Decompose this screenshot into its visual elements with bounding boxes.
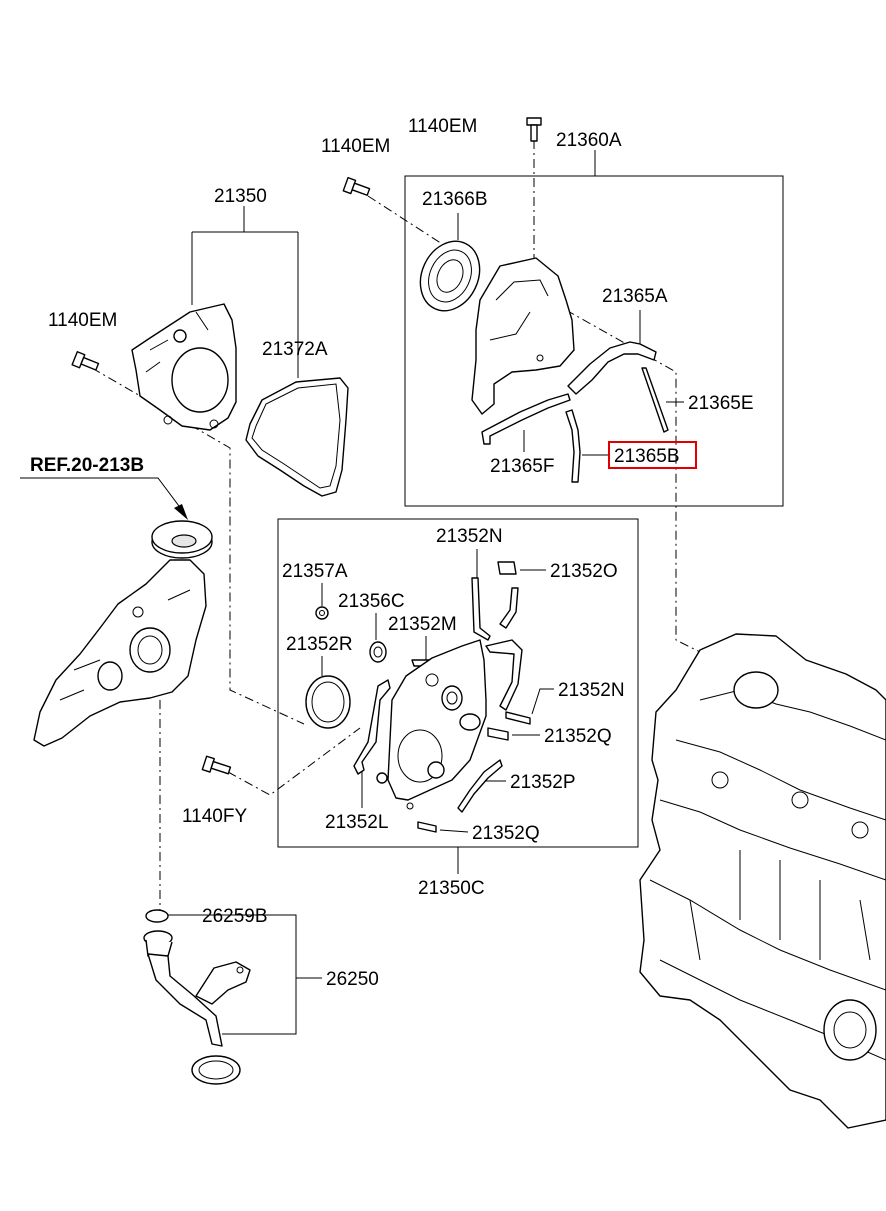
oring-26259b xyxy=(145,909,169,923)
label-21352n-mid: 21352N xyxy=(558,680,625,701)
oil-pump xyxy=(33,520,213,747)
cover-assembly-box xyxy=(404,175,784,507)
label-ref: REF.20-213B xyxy=(30,455,144,476)
label-cover-seal: 21366B xyxy=(422,189,488,210)
label-26250: 26250 xyxy=(326,969,379,990)
highlight-21365b xyxy=(608,441,697,469)
gasket-21372a xyxy=(245,377,349,497)
gasket-21365a xyxy=(567,341,657,395)
cover-seal-21366b xyxy=(419,240,481,312)
label-21357a: 21357A xyxy=(282,561,348,582)
part-21352n-top xyxy=(471,577,491,641)
label-21352q-bot: 21352Q xyxy=(472,823,540,844)
bolt-1140fy xyxy=(201,755,232,775)
label-21356c: 21356C xyxy=(338,591,405,612)
label-21352r: 21352R xyxy=(286,634,353,655)
label-bolt-upper-left: 1140EM xyxy=(321,136,390,157)
bolt-1140em-upper xyxy=(342,176,371,196)
gasket-21365f xyxy=(481,393,571,445)
leader-21352q-bot xyxy=(439,829,469,833)
label-21365f: 21365F xyxy=(490,456,554,477)
ref-arrowhead xyxy=(174,504,188,520)
part-21352-strip-right xyxy=(485,639,523,711)
label-21365b: 21365B xyxy=(614,446,680,467)
engine-block xyxy=(639,633,886,1129)
leader-21352n-mid xyxy=(531,688,554,715)
bolt-1140em-top xyxy=(526,117,542,142)
part-21352q-bot xyxy=(417,821,437,833)
part-21352r xyxy=(305,675,351,729)
label-bolt-top: 1140EM xyxy=(408,116,477,137)
bracket-26250 xyxy=(168,914,322,1035)
oil-strainer-26250 xyxy=(143,930,251,1085)
label-21352p: 21352P xyxy=(510,772,576,793)
label-21352l: 21352L xyxy=(325,812,388,833)
part-21352-oval xyxy=(459,713,481,731)
seal-cover-plate xyxy=(376,639,487,810)
gasket-21365e xyxy=(641,367,669,433)
label-cover-assy: 21360A xyxy=(556,130,622,151)
assembly-line-1140fy xyxy=(227,727,361,796)
label-seal-assy: 21350C xyxy=(418,878,485,899)
label-21352o: 21352O xyxy=(550,561,618,582)
bolt-1140em-left xyxy=(71,351,100,371)
part-21352-strip-upper xyxy=(499,587,519,629)
part-21352n-mid xyxy=(505,711,531,725)
part-21352o xyxy=(497,561,517,575)
label-26259b: 26259B xyxy=(202,906,268,927)
label-21352q-mid: 21352Q xyxy=(544,726,612,747)
label-21365a: 21365A xyxy=(602,286,668,307)
part-21356c xyxy=(369,641,387,663)
label-bolt-left: 1140EM xyxy=(48,310,117,331)
gasket-21365b xyxy=(565,409,581,483)
label-21372a: 21372A xyxy=(262,339,328,360)
label-lower-cover: 21350 xyxy=(214,186,267,207)
lower-timing-cover xyxy=(131,303,237,431)
bracket-21350 xyxy=(191,206,299,378)
label-1140fy: 1140FY xyxy=(182,806,247,827)
upper-timing-cover xyxy=(471,257,575,415)
label-21365e: 21365E xyxy=(688,393,754,414)
leader-ref xyxy=(20,477,183,511)
part-21352p xyxy=(457,759,503,813)
label-21352n-top: 21352N xyxy=(436,526,503,547)
part-21357a xyxy=(315,606,329,620)
assembly-line-cover-to-engine xyxy=(565,309,701,653)
label-21352m: 21352M xyxy=(388,614,457,635)
part-21352l xyxy=(353,679,391,775)
part-21352q-mid xyxy=(487,727,509,741)
